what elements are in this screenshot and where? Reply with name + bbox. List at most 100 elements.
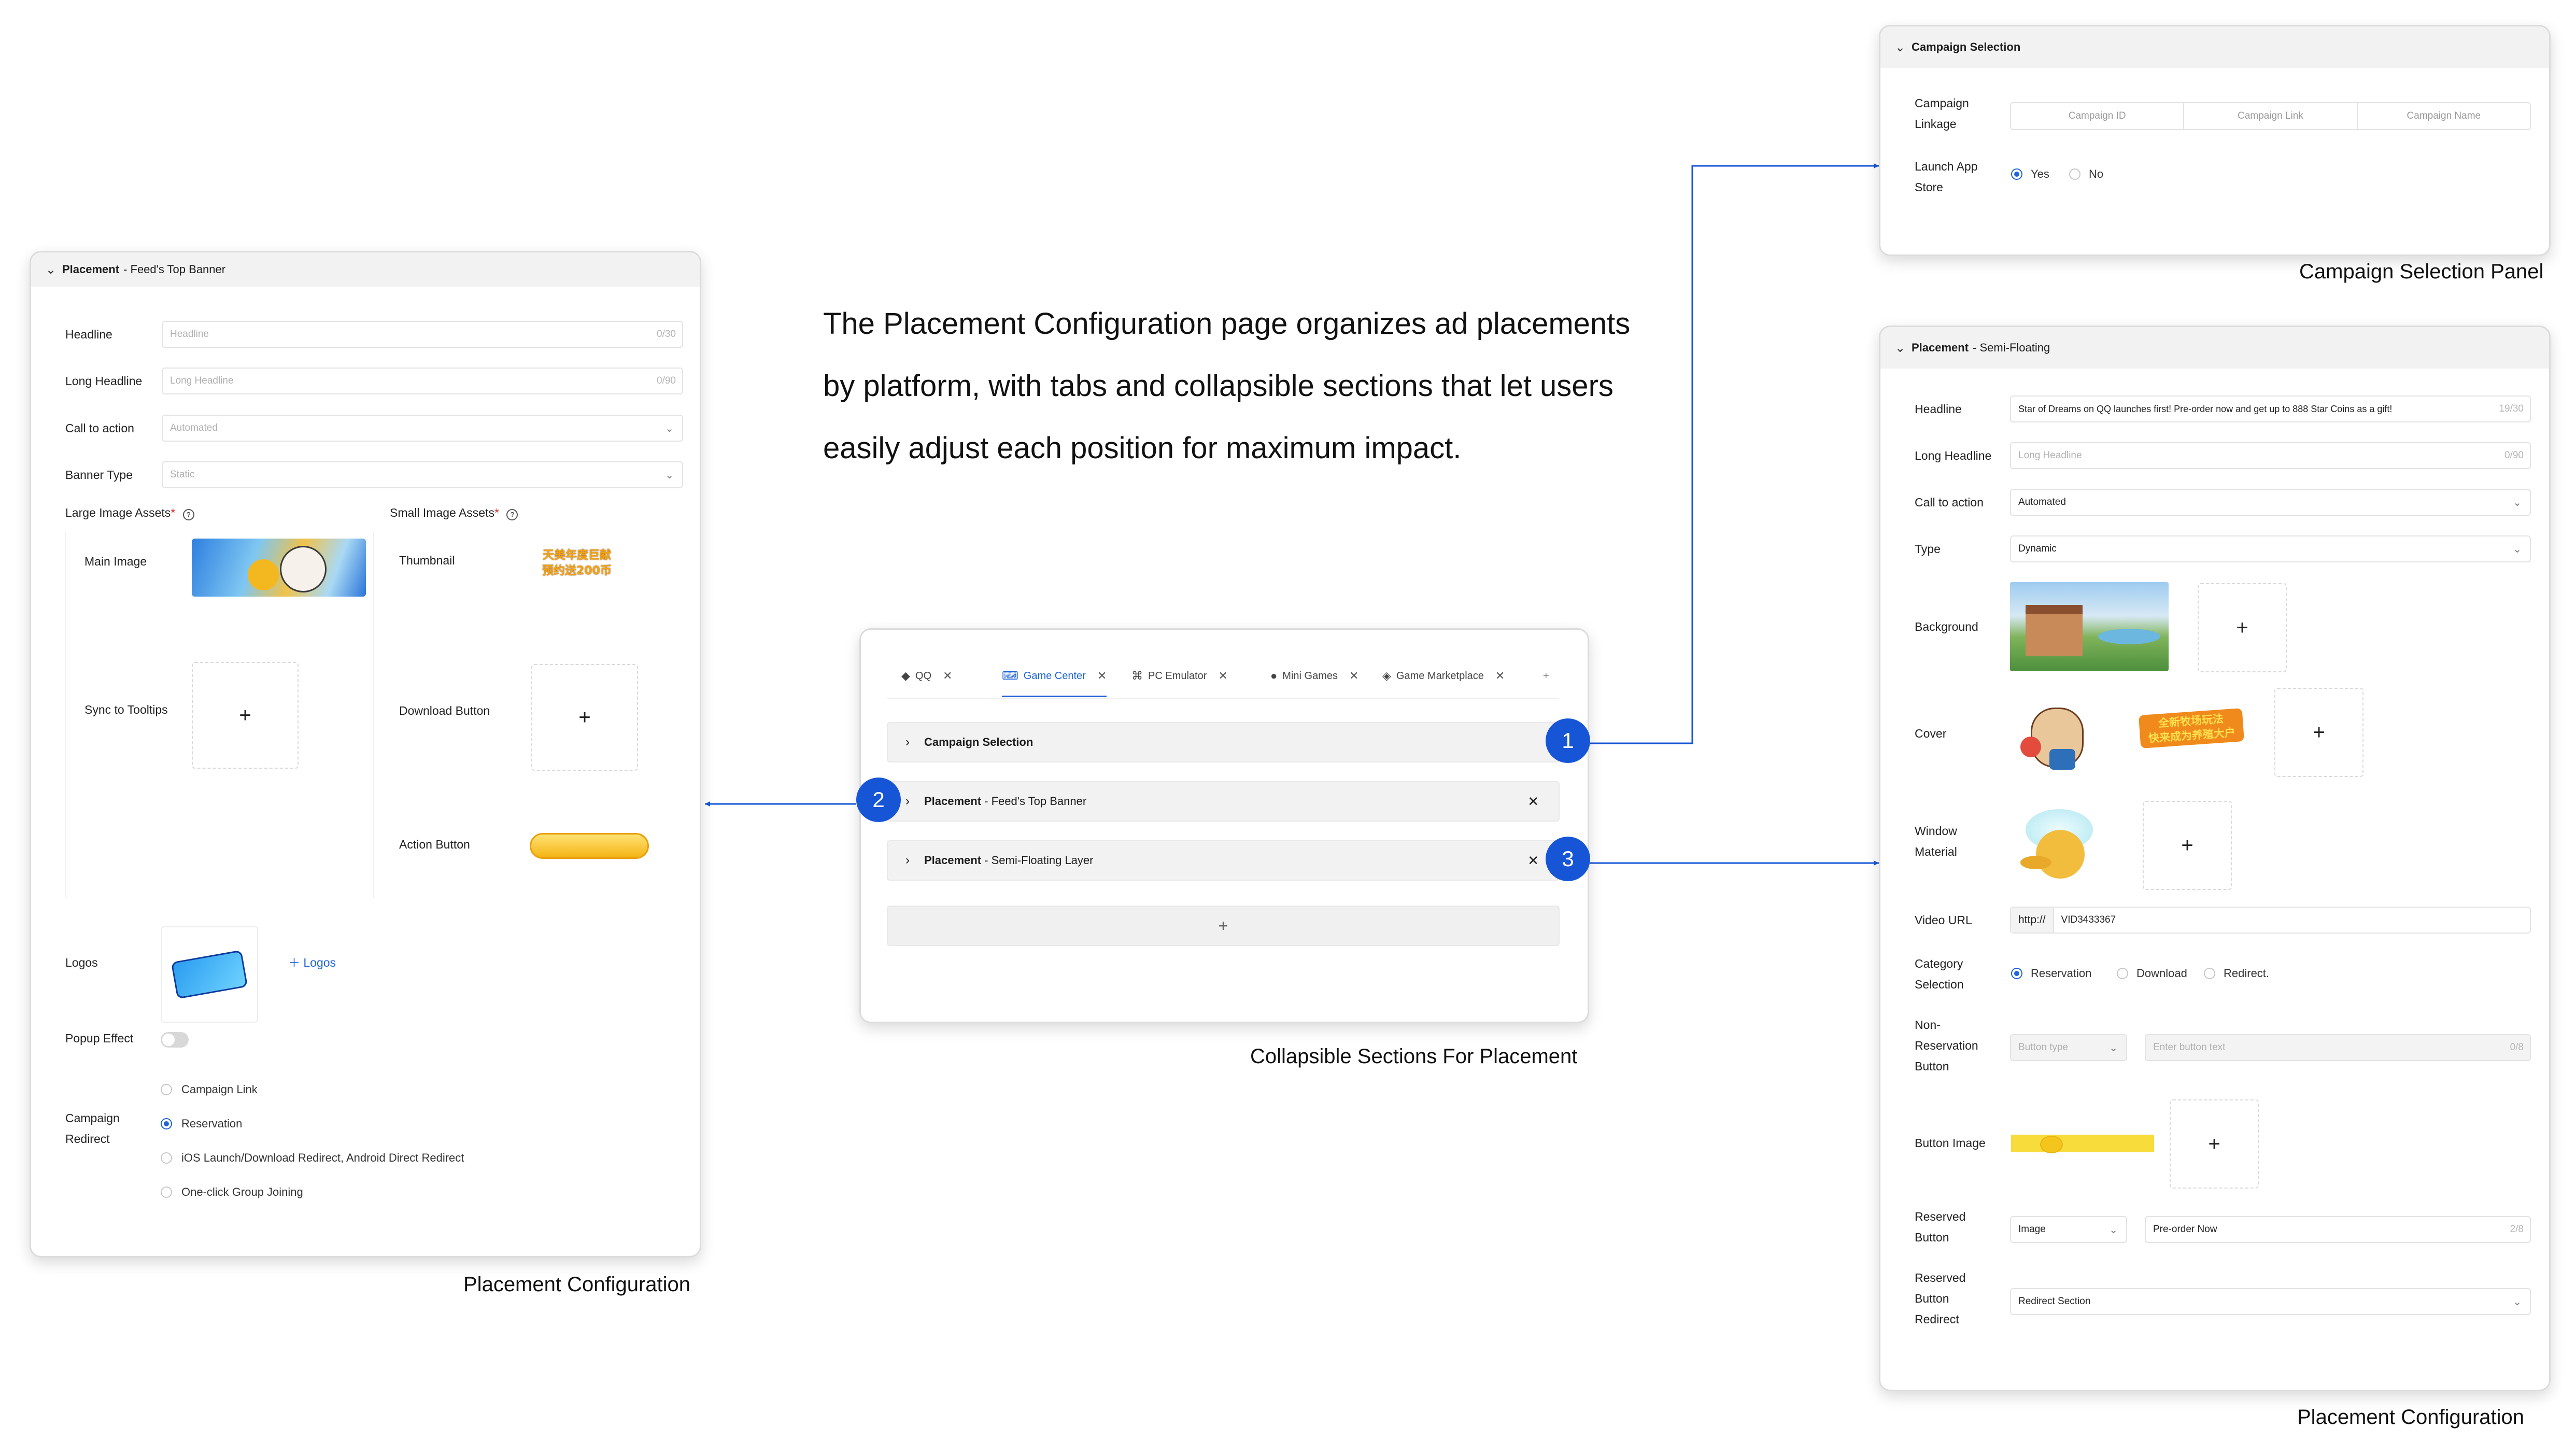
help-icon[interactable]: ? xyxy=(506,509,518,520)
tab-label: Game Center xyxy=(1023,670,1086,682)
caption-left-placement: Placement Configuration xyxy=(463,1273,691,1296)
close-icon[interactable]: ✕ xyxy=(1218,669,1228,682)
collapsible-section[interactable]: › Placement - Feed's Top Banner ✕ xyxy=(887,781,1560,822)
chevron-down-icon: ⌄ xyxy=(2109,1042,2118,1054)
headline-label: Headline xyxy=(65,328,112,341)
plus-icon: ＋ xyxy=(288,956,304,969)
chevron-right-icon[interactable]: › xyxy=(905,735,910,749)
type-select[interactable]: Dynamic ⌄ xyxy=(2010,535,2531,562)
section-title-bold: Campaign Selection xyxy=(924,736,1034,748)
collapsible-section[interactable]: › Campaign Selection xyxy=(887,722,1560,762)
cta-select[interactable]: Automated ⌄ xyxy=(162,415,683,442)
reserved-redirect-select[interactable]: Redirect Section ⌄ xyxy=(2010,1288,2531,1315)
divider xyxy=(65,532,66,898)
download-button-upload[interactable]: + xyxy=(531,664,638,771)
close-icon[interactable]: ✕ xyxy=(1097,669,1107,682)
window-material-upload[interactable]: + xyxy=(2143,801,2232,890)
tab-more-button[interactable]: + xyxy=(1543,670,1549,682)
cover-image[interactable] xyxy=(2010,687,2150,780)
step-badge-3: 3 xyxy=(1546,837,1590,881)
chevron-down-icon: ⌄ xyxy=(2513,1296,2522,1308)
chevron-down-icon[interactable]: ⌄ xyxy=(1895,341,1906,355)
collapsible-sections-panel: ◆QQ✕⌨Game Center✕⌘PC Emulator✕●Mini Game… xyxy=(859,628,1589,1023)
logo-image[interactable] xyxy=(161,926,258,1023)
panel-header[interactable]: ⌄ Placement - Feed's Top Banner xyxy=(31,252,700,287)
large-assets-label: Large Image Assets* ? xyxy=(65,502,194,523)
background-upload[interactable]: + xyxy=(2198,583,2287,672)
chevron-down-icon[interactable]: ⌄ xyxy=(46,262,56,277)
thumbnail-image[interactable]: 天美年度巨献 预约送200币 xyxy=(533,548,621,591)
category-radio[interactable] xyxy=(2204,968,2215,979)
tab-game-center[interactable]: ⌨Game Center✕ xyxy=(1002,657,1107,697)
close-icon[interactable]: ✕ xyxy=(1349,669,1359,682)
button-image-upload[interactable]: + xyxy=(2170,1099,2259,1189)
redirect-radio[interactable] xyxy=(161,1152,172,1164)
chevron-right-icon[interactable]: › xyxy=(905,794,910,808)
sync-tooltips-upload[interactable]: + xyxy=(192,662,299,769)
main-image-thumbnail[interactable] xyxy=(192,539,366,597)
banner-type-select[interactable]: Static ⌄ xyxy=(162,461,683,488)
button-type-placeholder: Button type xyxy=(2018,1042,2069,1053)
close-icon[interactable]: ✕ xyxy=(1527,852,1539,868)
no-radio[interactable] xyxy=(2069,168,2080,180)
caption-right-placement: Placement Configuration xyxy=(2297,1406,2525,1429)
section-title: Placement - Semi-Floating Layer xyxy=(924,854,1093,867)
redirect-radio[interactable] xyxy=(161,1084,172,1095)
window-material-image[interactable] xyxy=(2010,804,2108,887)
campaign-column-3[interactable]: Campaign Name xyxy=(2407,110,2481,121)
reserved-type-select[interactable]: Image ⌄ xyxy=(2010,1216,2127,1243)
tag-icon: ◈ xyxy=(1382,669,1391,682)
redirect-radio[interactable] xyxy=(161,1186,172,1198)
thumbnail-text-2: 预约送200币 xyxy=(542,564,612,577)
section-title-rest: - Semi-Floating Layer xyxy=(981,854,1094,867)
tab-game-marketplace[interactable]: ◈Game Marketplace✕ xyxy=(1382,657,1505,695)
headline-count: 19/30 xyxy=(2499,403,2524,414)
tab-pc-emulator[interactable]: ⌘PC Emulator✕ xyxy=(1131,657,1228,695)
section-title: Placement - Feed's Top Banner xyxy=(924,795,1086,808)
plus-icon: + xyxy=(1218,916,1228,935)
yes-radio[interactable] xyxy=(2011,168,2022,180)
action-button-image[interactable] xyxy=(530,833,649,859)
close-icon[interactable]: ✕ xyxy=(1495,669,1505,682)
button-type-select[interactable]: Button type ⌄ xyxy=(2010,1034,2127,1061)
reserved-text-input[interactable]: Pre-order Now 2/8 xyxy=(2145,1216,2531,1243)
category-radio[interactable] xyxy=(2011,968,2022,979)
add-logos-button[interactable]: ＋ Logos xyxy=(288,952,336,973)
collapsible-section[interactable]: › Placement - Semi-Floating Layer ✕ xyxy=(887,840,1560,881)
button-image[interactable] xyxy=(2011,1135,2154,1153)
long-headline-input[interactable]: Long Headline 0/90 xyxy=(2010,442,2531,469)
help-icon[interactable]: ? xyxy=(182,509,194,520)
step-badge-1: 1 xyxy=(1546,718,1590,763)
add-section-button[interactable]: + xyxy=(887,906,1560,946)
chevron-right-icon[interactable]: › xyxy=(905,853,910,867)
popup-toggle[interactable] xyxy=(161,1032,189,1048)
background-image[interactable] xyxy=(2010,582,2169,671)
campaign-column-2[interactable]: Campaign Link xyxy=(2184,103,2358,129)
panel-header[interactable]: ⌄ Placement - Semi-Floating xyxy=(1880,327,2549,369)
button-text-input[interactable]: Enter button text 0/8 xyxy=(2145,1034,2531,1061)
category-option-label: Download xyxy=(2136,967,2187,980)
cta-value: Automated xyxy=(170,422,218,433)
tab-qq[interactable]: ◆QQ✕ xyxy=(901,657,952,695)
cover-upload[interactable]: + xyxy=(2274,688,2363,777)
chevron-down-icon[interactable]: ⌄ xyxy=(1895,40,1906,54)
cta-select[interactable]: Automated ⌄ xyxy=(2010,489,2531,516)
chevron-down-icon: ⌄ xyxy=(665,422,674,434)
redirect-radio[interactable] xyxy=(161,1118,172,1129)
close-icon[interactable]: ✕ xyxy=(943,669,953,682)
tab-mini-games[interactable]: ●Mini Games✕ xyxy=(1270,657,1358,695)
campaign-column-1[interactable]: Campaign ID xyxy=(2011,103,2185,129)
headline-input[interactable]: Star of Dreams on QQ launches first! Pre… xyxy=(2010,395,2531,422)
headline-input[interactable]: Headline 0/30 xyxy=(162,321,683,348)
long-headline-input[interactable]: Long Headline 0/90 xyxy=(162,368,683,394)
video-url-input[interactable]: http:// VID3433367 xyxy=(2010,907,2531,934)
category-radio[interactable] xyxy=(2117,968,2128,979)
long-headline-placeholder: Long Headline xyxy=(2018,450,2082,461)
close-icon[interactable]: ✕ xyxy=(1527,793,1539,809)
panel-header[interactable]: ⌄ Campaign Selection xyxy=(1880,26,2549,68)
header-title: Campaign Selection xyxy=(1912,40,2021,53)
